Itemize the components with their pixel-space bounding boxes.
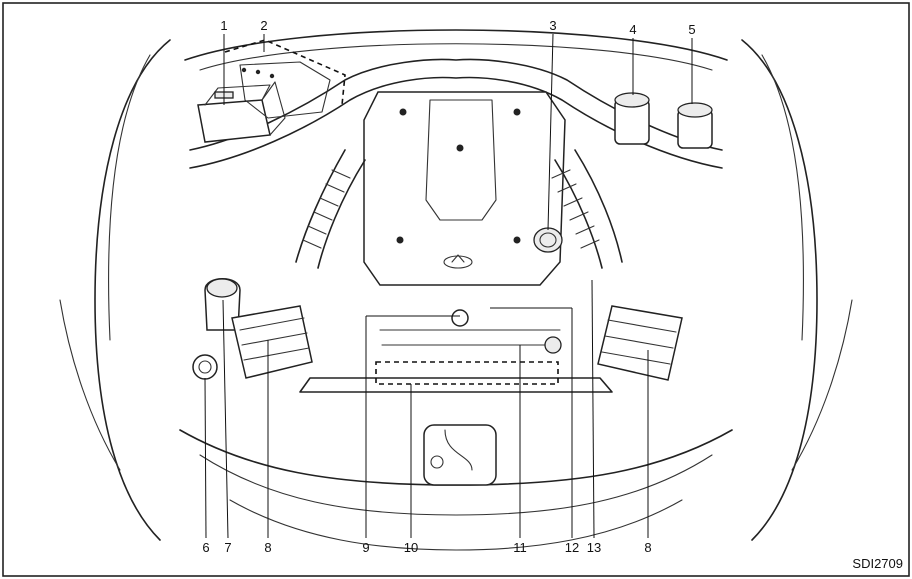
callout-3: 3 <box>549 18 556 33</box>
air-cleaner-left <box>231 305 313 379</box>
engine-cover <box>363 91 566 286</box>
brake-fluid-reservoir <box>614 92 650 145</box>
callout-8-right: 8 <box>644 540 651 555</box>
engine-oil-filler-cap <box>533 227 563 253</box>
coolant-reservoir <box>204 278 241 331</box>
hood-latch <box>423 424 497 486</box>
intake-ducts <box>295 149 623 269</box>
callout-12: 12 <box>565 540 579 555</box>
battery <box>197 81 286 143</box>
air-cleaner-right <box>597 305 683 381</box>
image-code: SDI2709 <box>852 556 903 571</box>
washer-fluid-reservoir <box>192 354 218 380</box>
callout-13: 13 <box>587 540 601 555</box>
fuse-box <box>239 61 331 119</box>
radiator-core-support <box>299 309 613 393</box>
fuse-box-dash-outline <box>224 39 346 106</box>
callout-10: 10 <box>404 540 418 555</box>
callout-8-left: 8 <box>264 540 271 555</box>
power-steering-reservoir <box>677 102 713 149</box>
callout-1: 1 <box>220 18 227 33</box>
leader-lines <box>204 33 693 539</box>
callout-11: 11 <box>513 540 527 555</box>
callout-5: 5 <box>688 22 695 37</box>
callout-2: 2 <box>260 18 267 33</box>
callout-9: 9 <box>362 540 369 555</box>
callout-labels: 1 2 3 4 5 6 7 8 9 10 11 12 13 8 <box>202 18 695 555</box>
callout-4: 4 <box>629 22 636 37</box>
callout-7: 7 <box>224 540 231 555</box>
callout-6: 6 <box>202 540 209 555</box>
